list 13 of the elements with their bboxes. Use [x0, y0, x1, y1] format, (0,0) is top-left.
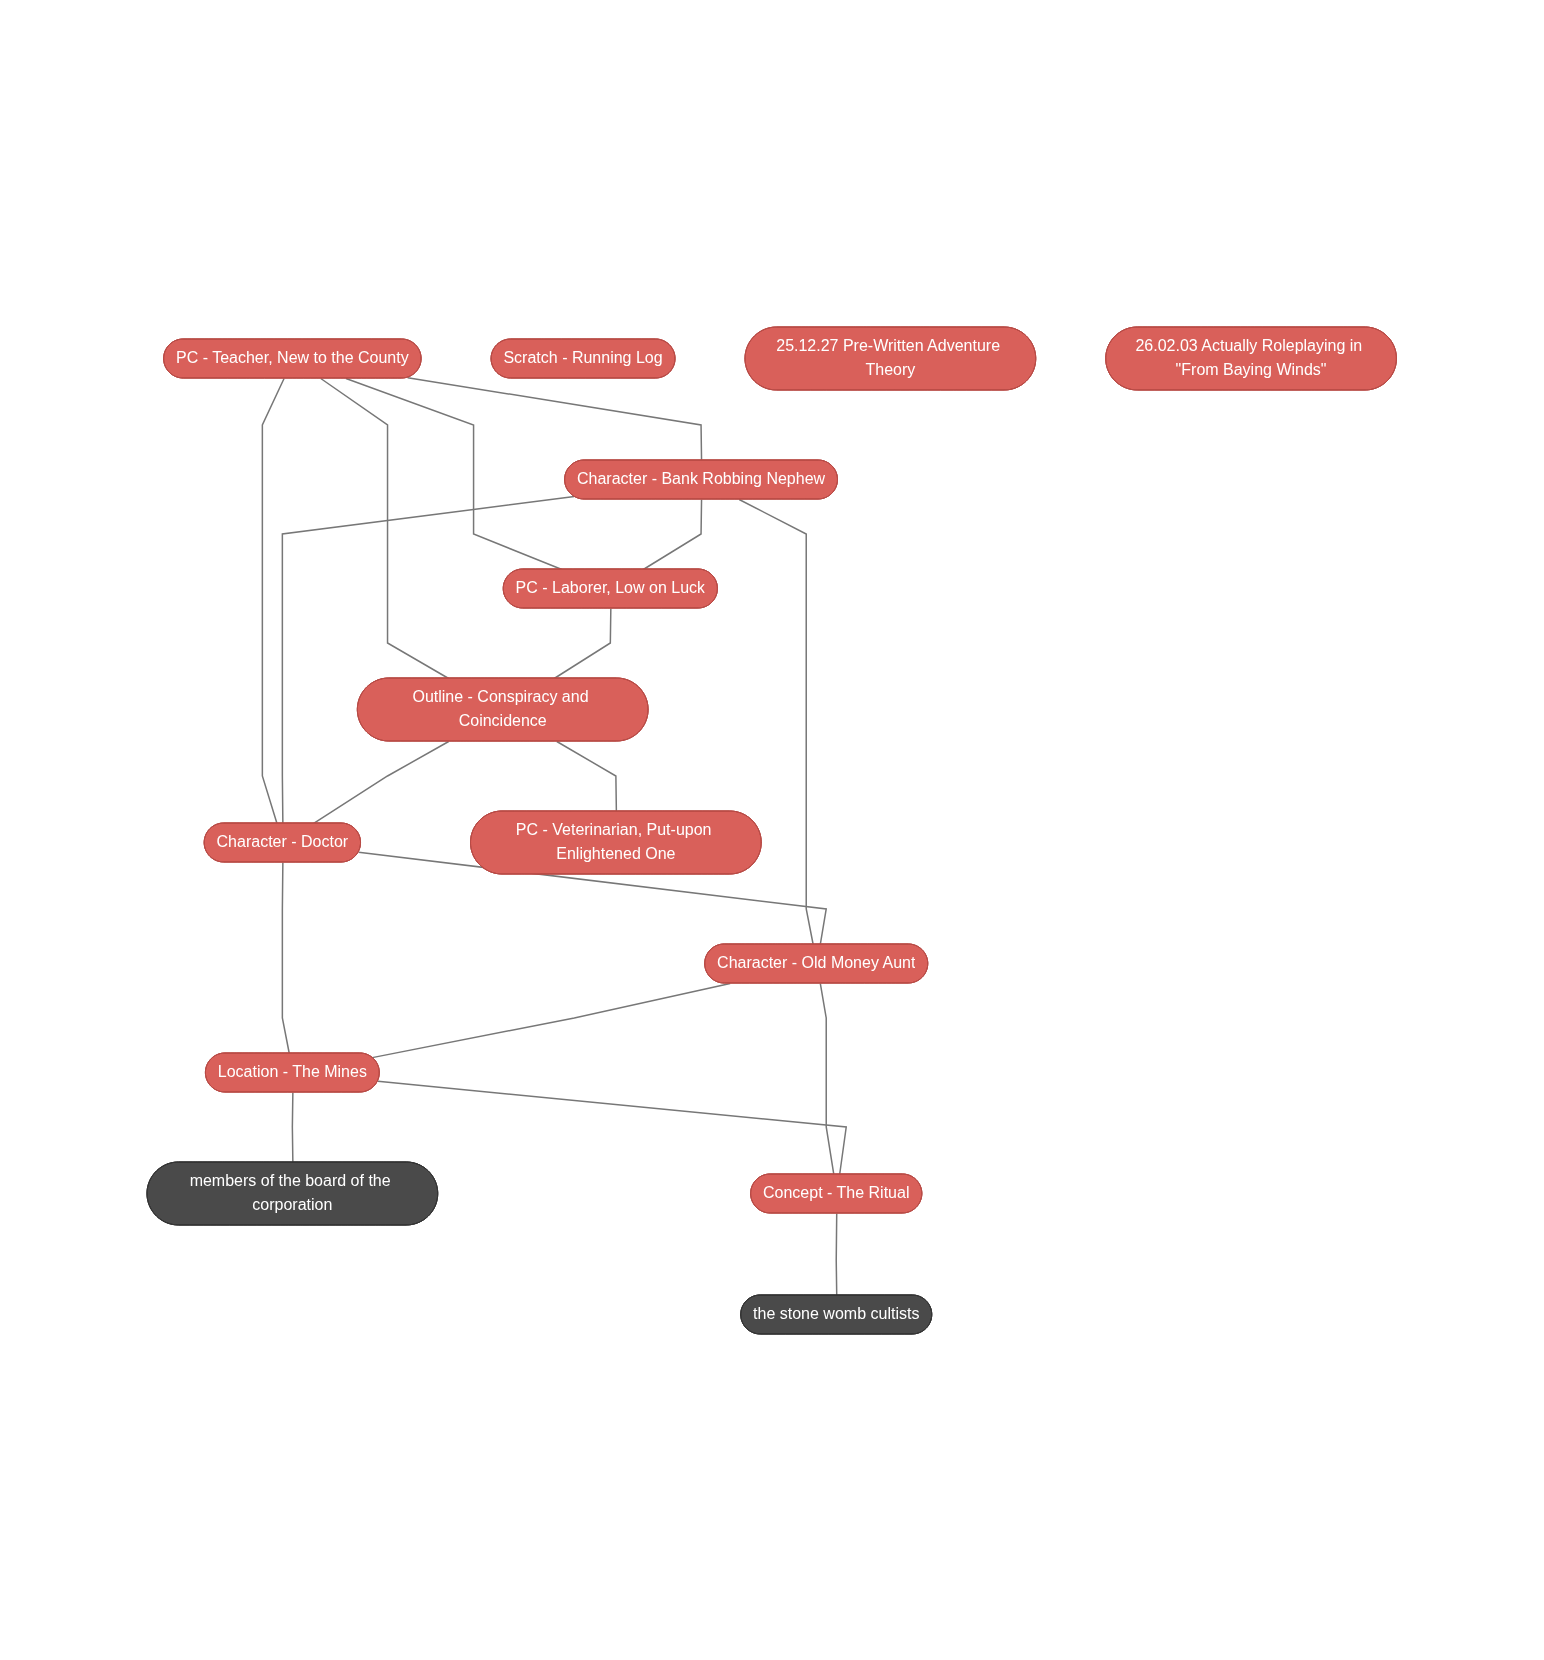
- connector: [553, 607, 612, 679]
- connector: [738, 498, 815, 945]
- connector: [835, 1212, 838, 1296]
- connector: [556, 740, 618, 812]
- connector: [371, 982, 732, 1058]
- connector: [377, 1080, 848, 1175]
- connector: [407, 376, 703, 461]
- connector: [261, 377, 286, 824]
- connector: [819, 982, 835, 1175]
- connector: [291, 1091, 294, 1163]
- connector: [281, 495, 576, 824]
- connector: [313, 740, 450, 824]
- connector: [281, 861, 291, 1054]
